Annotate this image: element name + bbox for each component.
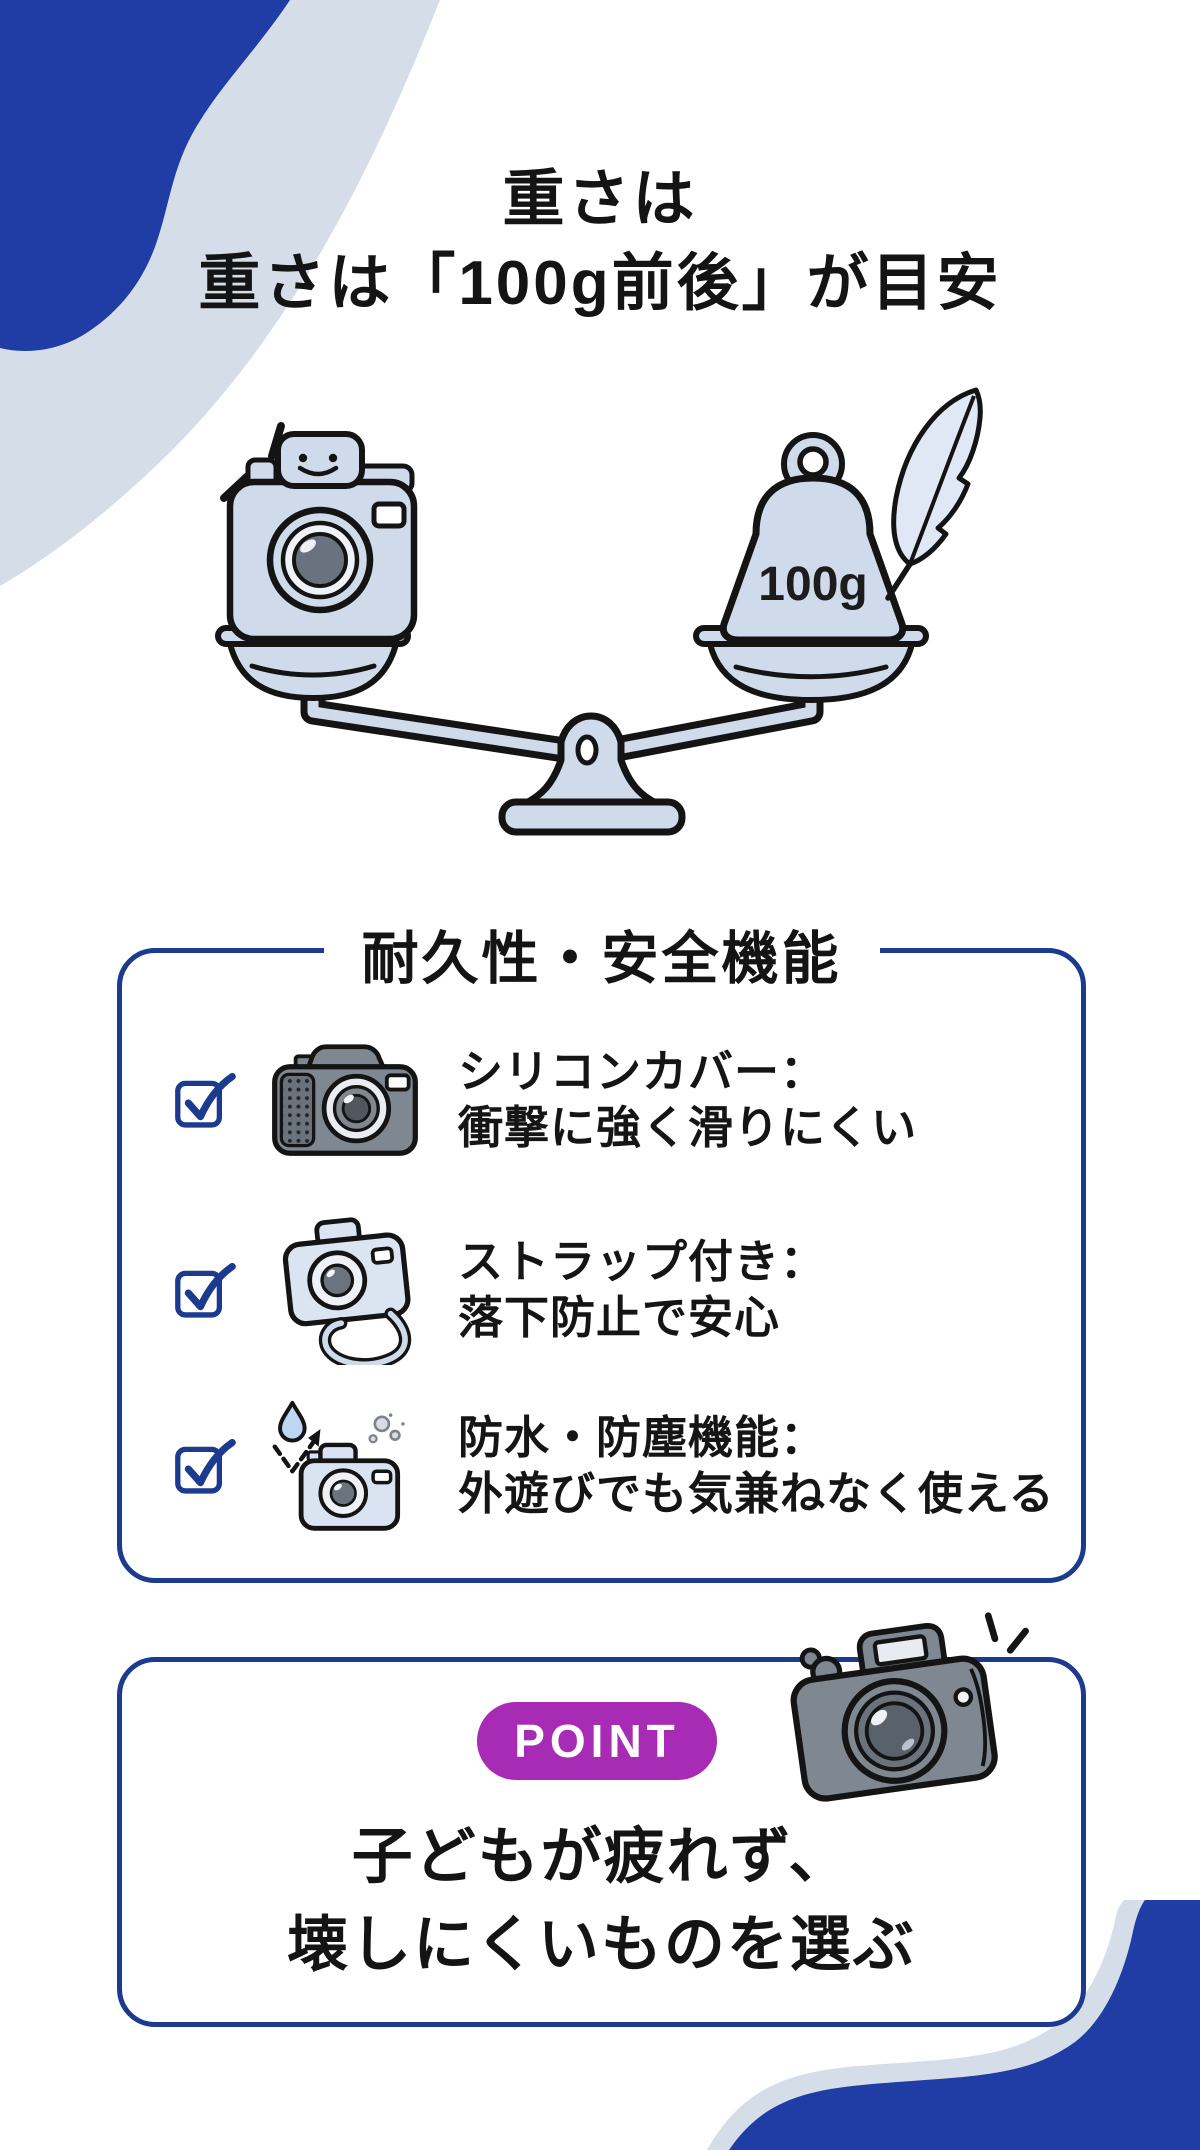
- weight-label: 100g: [758, 558, 867, 611]
- point-badge: POINT: [477, 1702, 717, 1780]
- feature-text: シリコンカバー： 衝撃に強く滑りにくい: [458, 1044, 917, 1156]
- page-title-line2: 重さは「100g前後」が目安: [198, 249, 1002, 318]
- point-text: 子どもが疲れず、 壊しにくいものを選ぶ: [122, 1812, 1081, 1988]
- checkbox-checked-icon: [175, 1438, 236, 1494]
- point-box: POINT 子どもが疲れず、 壊しにくいものを選ぶ: [117, 1612, 1086, 2027]
- waterproof-camera-icon: [272, 1400, 405, 1531]
- feature-description: 衝撃に強く滑りにくい: [458, 1102, 918, 1153]
- corner-wave-navy: [0, 0, 290, 351]
- corner-wave-navy: [729, 1900, 1200, 2150]
- feature-label: シリコンカバー：: [458, 1046, 827, 1098]
- dust-particles: [368, 1413, 405, 1444]
- dslr-camera-icon: [790, 1612, 1029, 1802]
- page-title: 重さは 重さは「100g前後」が目安: [0, 158, 1200, 326]
- feature-description: 外遊びでも気兼ねなく使える: [458, 1468, 1055, 1519]
- sparkle-icon: [984, 1612, 1029, 1654]
- feature-text: 防水・防塵機能： 外遊びでも気兼ねなく使える: [458, 1410, 1055, 1522]
- weight-icon: 100g: [719, 432, 907, 644]
- scale-pedestal: [498, 712, 686, 836]
- feature-description: 落下防止で安心: [458, 1292, 781, 1343]
- feature-text: ストラップ付き： 落下防止で安心: [458, 1234, 826, 1346]
- feature-row-silicone: シリコンカバー： 衝撃に強く滑りにくい: [174, 1025, 917, 1175]
- point-badge-label: POINT: [514, 1715, 680, 1767]
- point-text-line2: 壊しにくいものを選ぶ: [287, 1910, 916, 1978]
- page-title-line1: 重さは: [502, 165, 698, 234]
- feature-label: 防水・防塵機能：: [458, 1412, 827, 1464]
- durability-safety-box-title: 耐久性・安全機能: [323, 913, 880, 995]
- strap-camera-icon: [282, 1217, 412, 1365]
- checkbox-checked-icon: [175, 1072, 236, 1128]
- durability-safety-box: 耐久性・安全機能: [117, 913, 1086, 1583]
- balance-scale-illustration: 100g: [215, 387, 983, 836]
- corner-decoration-top-left: [0, 0, 440, 586]
- corner-decoration-bottom-right: [707, 1900, 1200, 2150]
- feather-icon: [885, 387, 983, 601]
- feature-row-waterproof: 防水・防塵機能： 外遊びでも気兼ねなく使える: [174, 1391, 1055, 1541]
- silicone-cover-camera-icon: [272, 1044, 418, 1156]
- point-text-line1: 子どもが疲れず、: [351, 1822, 852, 1890]
- feature-label: ストラップ付き：: [458, 1236, 827, 1288]
- smiling-camera-icon: [226, 431, 418, 643]
- checkbox-checked-icon: [175, 1262, 236, 1318]
- feature-row-strap: ストラップ付き： 落下防止で安心: [174, 1215, 826, 1365]
